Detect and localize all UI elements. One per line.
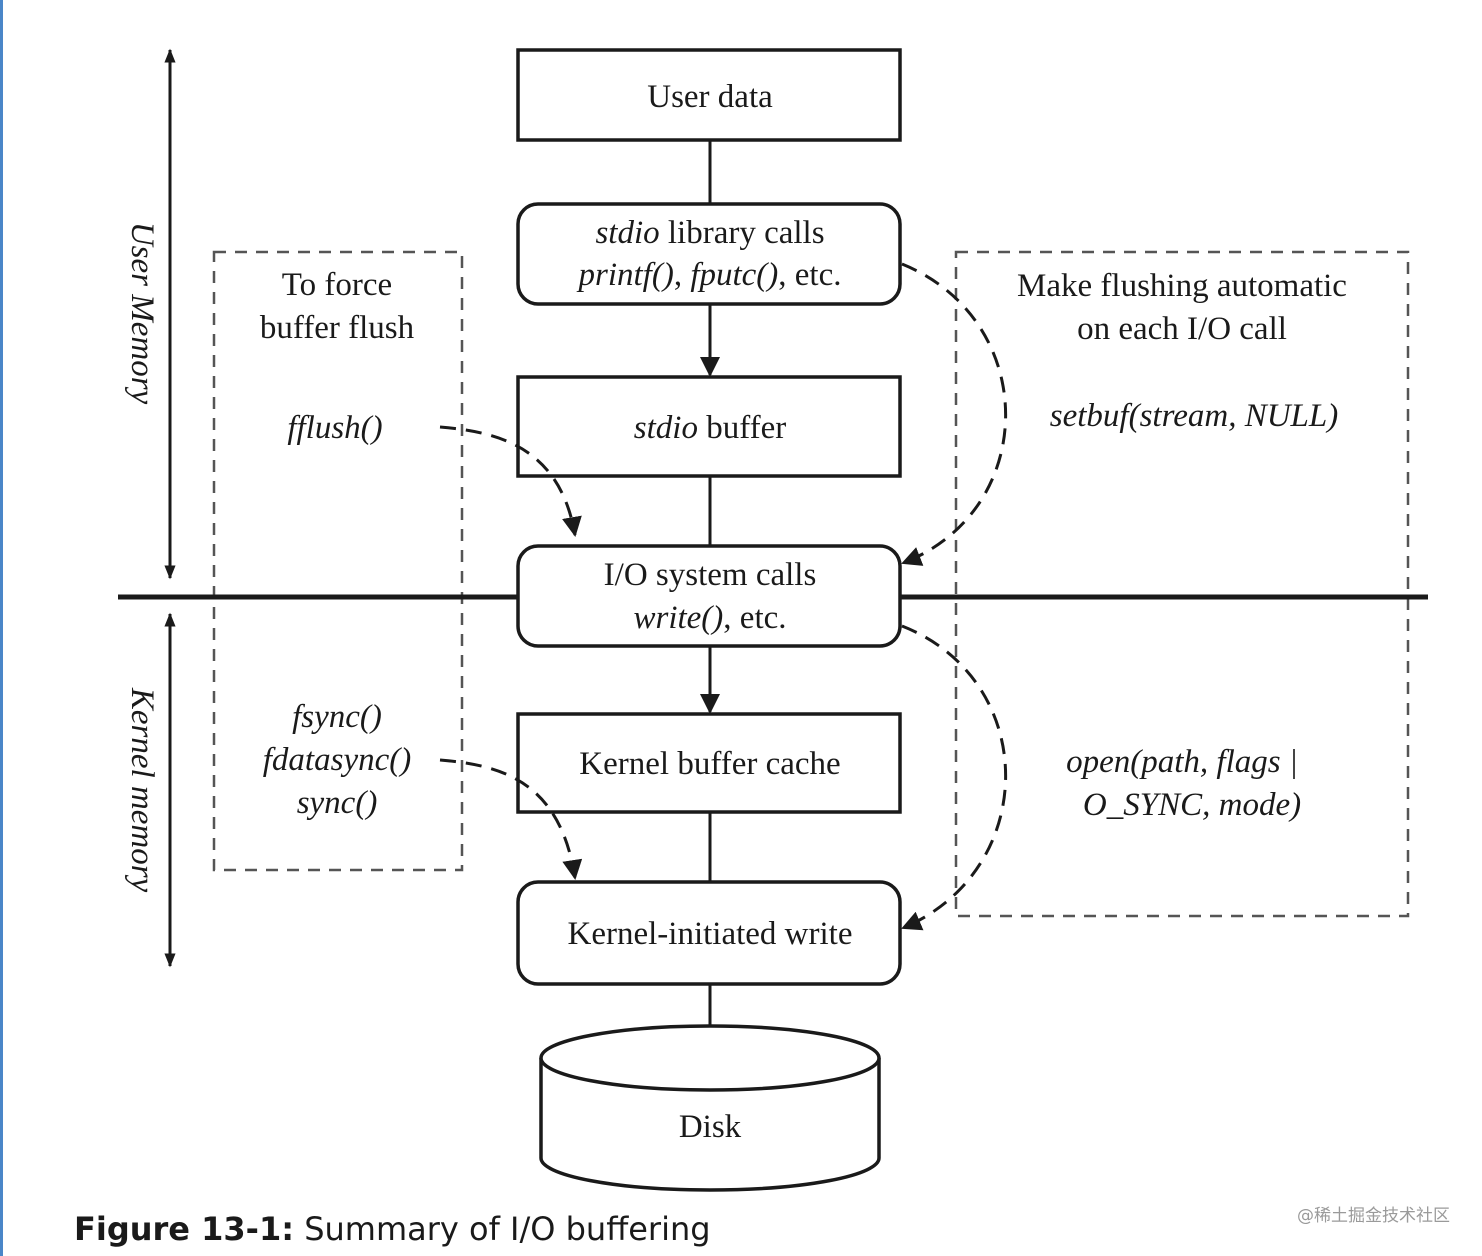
- kernel-memory-label: Kernel memory: [124, 687, 160, 893]
- watermark-text: @稀土掘金技术社区: [1297, 1206, 1450, 1226]
- stdio-buffer-box: [516, 375, 902, 478]
- force-flush-title-line1: To force: [282, 267, 392, 303]
- fsync-arrow: [439, 758, 583, 880]
- user-data-box: [516, 48, 902, 142]
- figure-caption: Figure 13-1: Summary of I/O buffering: [74, 1210, 711, 1248]
- io-system-calls-line1: I/O system calls: [604, 557, 817, 593]
- io-system-calls-box: [516, 544, 902, 648]
- stdio-library-calls-line2: printf(), fputc(), etc.: [576, 257, 841, 293]
- kernel-buffer-cache-label: Kernel buffer cache: [579, 746, 840, 782]
- fsync-label: fsync(): [292, 699, 382, 735]
- fflush-arrow: [439, 425, 582, 537]
- left-edge-strip: [0, 0, 3, 1256]
- force-flush-title-line2: buffer flush: [260, 310, 415, 346]
- force-flush-panel: [212, 250, 464, 872]
- auto-flush-panel: [954, 250, 1410, 918]
- disk-label: Disk: [679, 1109, 742, 1145]
- disk-cylinder: [539, 1024, 881, 1192]
- open-osync-line1: open(path, flags |: [1066, 744, 1298, 780]
- auto-flush-title-line1: Make flushing automatic: [1017, 268, 1347, 304]
- auto-flush-title-line2: on each I/O call: [1077, 311, 1287, 347]
- kernel-buffer-cache-box: [516, 712, 902, 814]
- fflush-label: fflush(): [287, 410, 382, 446]
- stdio-buffer-label: stdio buffer: [634, 410, 786, 446]
- user-data-label: User data: [647, 79, 773, 115]
- io-system-calls-line2: write(), etc.: [633, 600, 786, 636]
- kernel-initiated-write-label: Kernel-initiated write: [568, 916, 853, 952]
- open-osync-line2: O_SYNC, mode): [1083, 787, 1301, 823]
- user-memory-label: User Memory: [124, 222, 160, 405]
- setbuf-label: setbuf(stream, NULL): [1050, 398, 1338, 434]
- fdatasync-label: fdatasync(): [263, 742, 411, 778]
- sync-label: sync(): [297, 785, 378, 821]
- stdio-library-calls-line1: stdio library calls: [595, 215, 824, 251]
- stdio-library-calls-box: [516, 202, 902, 306]
- kernel-initiated-write-box: [516, 880, 902, 986]
- setbuf-arrow: [901, 262, 1007, 566]
- osync-arrow: [901, 624, 1007, 931]
